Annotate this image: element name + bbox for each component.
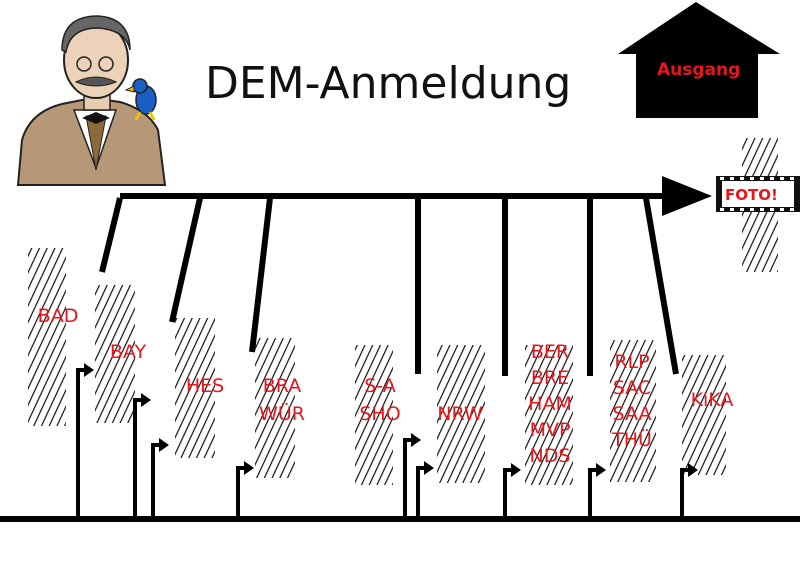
station-label-rlp-thu: RLP bbox=[614, 351, 649, 373]
entry-arrowhead-bra-wur bbox=[244, 461, 254, 475]
main-exit-arrowhead bbox=[662, 176, 712, 216]
station-label-nrw: NRW bbox=[437, 403, 483, 425]
station-label-ber-nds: MVP bbox=[530, 419, 571, 441]
entry-arrowhead-bad bbox=[84, 363, 94, 377]
exit-house-arrow-icon bbox=[618, 2, 780, 118]
station-label-ber-nds: NDS bbox=[530, 445, 571, 467]
entry-arrowhead-ber-nds bbox=[511, 463, 521, 477]
station-label-ber-nds: BER bbox=[531, 341, 569, 363]
entry-path-nrw bbox=[416, 466, 428, 519]
entry-path-bra-wur bbox=[236, 466, 248, 519]
exit-path-hes bbox=[249, 197, 273, 353]
station-label-ber-nds: BRE bbox=[531, 367, 569, 389]
station-label-kika: KiKA bbox=[691, 389, 734, 411]
entry-arrowhead-nrw bbox=[424, 461, 434, 475]
table-hatch-icon bbox=[95, 285, 135, 423]
film-frame-icon bbox=[716, 176, 800, 212]
entry-path-sa-sho bbox=[403, 438, 415, 519]
table-hatch-icon bbox=[355, 345, 393, 485]
entry-arrowhead-sa-sho bbox=[411, 433, 421, 447]
entry-arrowhead-rlp-thu bbox=[596, 463, 606, 477]
stations-layer: BAD BAY HES BRA WÜR S-A SHO NRW BER BRE HAM MVP NDS R… bbox=[28, 197, 734, 519]
entry-arrowhead-kika bbox=[688, 463, 698, 477]
exit-path-bay bbox=[169, 197, 203, 323]
table-hatch-icon bbox=[437, 345, 485, 483]
table-hatch-icon bbox=[610, 340, 656, 482]
station-label-rlp-thu: SAC bbox=[613, 377, 651, 399]
table-hatch-icon bbox=[255, 338, 295, 478]
station-label-ber-nds: HAM bbox=[528, 393, 572, 415]
entry-arrowhead-hes bbox=[159, 438, 169, 452]
entry-arrowhead-bay bbox=[141, 393, 151, 407]
station-label-bay: BAY bbox=[110, 341, 147, 363]
entry-path-kika bbox=[680, 468, 692, 519]
entry-path-hes bbox=[151, 443, 163, 519]
entry-path-ber-nds bbox=[503, 468, 515, 519]
station-label-bra-wur: WÜR bbox=[259, 402, 305, 425]
entry-path-bad bbox=[76, 368, 88, 519]
station-label-bad: BAD bbox=[38, 305, 79, 327]
station-label-sa-sho: SHO bbox=[359, 403, 400, 425]
exit-path-bad bbox=[99, 197, 123, 273]
page-title: DEM-Anmeldung bbox=[205, 58, 571, 109]
table-hatch-icon bbox=[682, 355, 726, 475]
station-label-sa-sho: S-A bbox=[364, 375, 396, 397]
station-label-hes: HES bbox=[186, 375, 224, 397]
entry-path-rlp-thu bbox=[588, 468, 600, 519]
exit-path-rlp-thu bbox=[643, 197, 679, 375]
table-hatch-icon bbox=[28, 248, 66, 426]
station-label-bra-wur: BRA bbox=[263, 375, 301, 397]
exit-label: Ausgang bbox=[657, 60, 740, 80]
foto-label: FOTO! bbox=[725, 186, 778, 204]
table-hatch-icon bbox=[175, 318, 215, 458]
table-hatch-icon bbox=[525, 345, 573, 485]
station-label-rlp-thu: THÜ bbox=[611, 428, 652, 451]
station-label-rlp-thu: SAA bbox=[613, 403, 652, 425]
entry-path-bay bbox=[133, 398, 145, 519]
portrait-with-bird-icon bbox=[16, 15, 167, 186]
